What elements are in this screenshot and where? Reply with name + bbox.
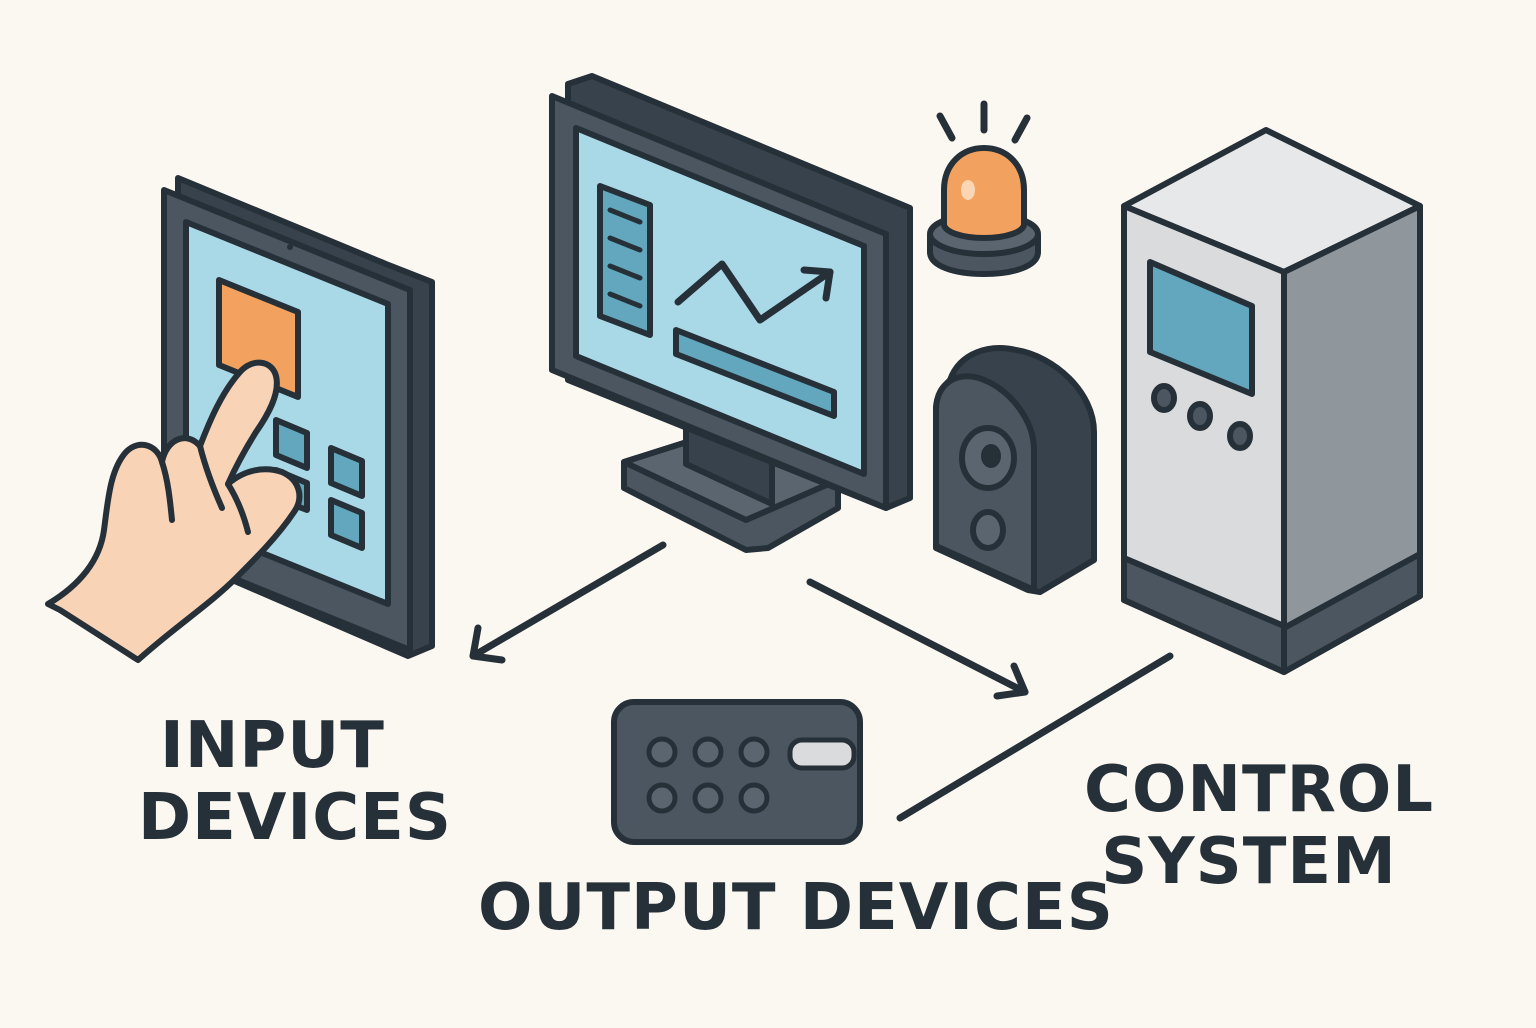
- arrow-monitor-to-input: [469, 541, 667, 660]
- control-cabinet-icon: [1121, 127, 1423, 675]
- warning-beacon-icon: [927, 100, 1041, 277]
- line-control-to-panel: [896, 652, 1174, 822]
- monitor-line-chart-icon: [549, 73, 913, 553]
- label-control-system: CONTROL SYSTEM: [1084, 753, 1435, 899]
- arrow-monitor-to-control-head: [993, 662, 1029, 700]
- label-output-devices: OUTPUT DEVICES: [478, 872, 1114, 944]
- arrow-monitor-to-control: [806, 578, 1029, 696]
- connector-arrows: [469, 541, 1174, 822]
- label-output-text: OUTPUT DEVICES: [478, 871, 1114, 945]
- label-control-line1: CONTROL: [1084, 753, 1435, 827]
- arrow-monitor-to-input-head: [469, 624, 506, 664]
- label-control-line2: SYSTEM: [1101, 825, 1397, 899]
- speaker-icon: [933, 345, 1097, 595]
- hand-icon: [45, 359, 303, 663]
- label-input-devices: INPUT DEVICES: [138, 710, 452, 854]
- label-input-line2: DEVICES: [138, 781, 452, 855]
- label-input-line1: INPUT: [160, 709, 385, 783]
- orange-touch-button: [216, 277, 301, 400]
- button-panel-icon: [611, 699, 863, 845]
